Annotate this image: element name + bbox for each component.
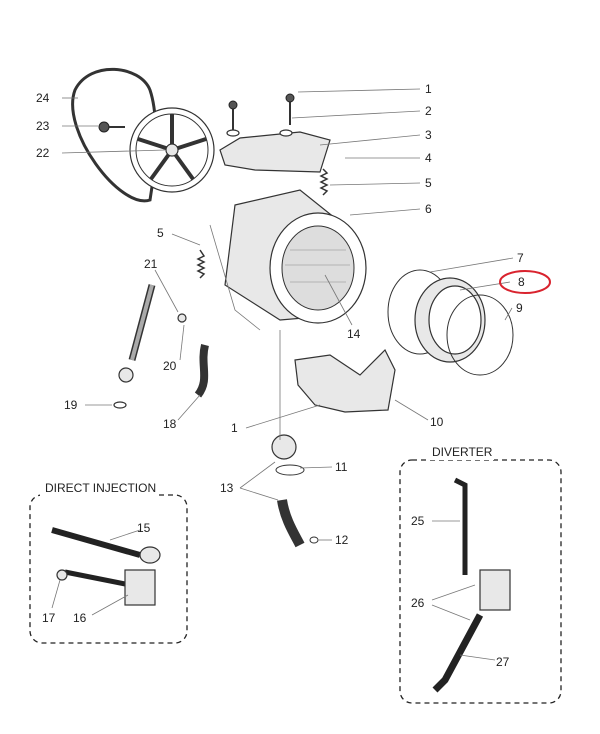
label-3: 3 [425,128,432,142]
label-22: 22 [36,146,50,160]
spring-right [319,168,329,196]
bracket [219,131,331,173]
drain-hose-small [194,344,209,398]
label-24: 24 [36,91,50,105]
label-25: 25 [411,514,425,528]
leader-lines [61,88,514,541]
label-1-bottom: 1 [231,421,238,435]
label-14: 14 [347,327,361,341]
label-11: 11 [335,460,348,474]
rear-bracket [294,348,396,413]
shock-absorber [113,284,187,409]
label-12: 12 [335,533,349,547]
label-10: 10 [430,415,444,429]
label-26: 26 [411,596,425,610]
label-7: 7 [517,251,524,265]
highlight-ring-part-8 [499,270,551,294]
diverter-hose-bottom [432,613,484,693]
label-4: 4 [425,151,432,165]
label-15: 15 [137,521,151,535]
label-21: 21 [144,257,158,271]
label-13: 13 [220,481,234,495]
valve [124,569,156,606]
direct-injection-title: DIRECT INJECTION [45,481,156,495]
pulley-bolt [98,121,125,133]
sump-hose [277,499,305,548]
label-20: 20 [163,359,177,373]
diverter-group [399,459,562,704]
diverter-hose-top [453,477,468,575]
label-2: 2 [425,104,432,118]
pulley [129,107,215,193]
label-23: 23 [36,119,50,133]
label-27: 27 [496,655,510,669]
label-9: 9 [516,301,523,315]
bolts-top [226,93,295,137]
check-ball [271,434,297,460]
label-19: 19 [64,398,78,412]
spring-left [196,249,206,279]
label-5-right: 5 [425,176,432,190]
door-seal [387,269,514,376]
label-6: 6 [425,202,432,216]
diverter-valve [479,569,511,611]
label-18: 18 [163,417,177,431]
label-16: 16 [73,611,87,625]
label-17: 17 [42,611,56,625]
label-1-top: 1 [425,82,432,96]
outer-tub [224,189,367,324]
injection-hose [51,527,141,558]
label-5-left: 5 [157,226,164,240]
label-8: 8 [518,275,525,289]
part-labels: 1 2 3 4 5 6 7 8 9 24 23 22 5 21 20 19 18… [36,82,525,669]
diverter-title: DIVERTER [432,445,493,459]
